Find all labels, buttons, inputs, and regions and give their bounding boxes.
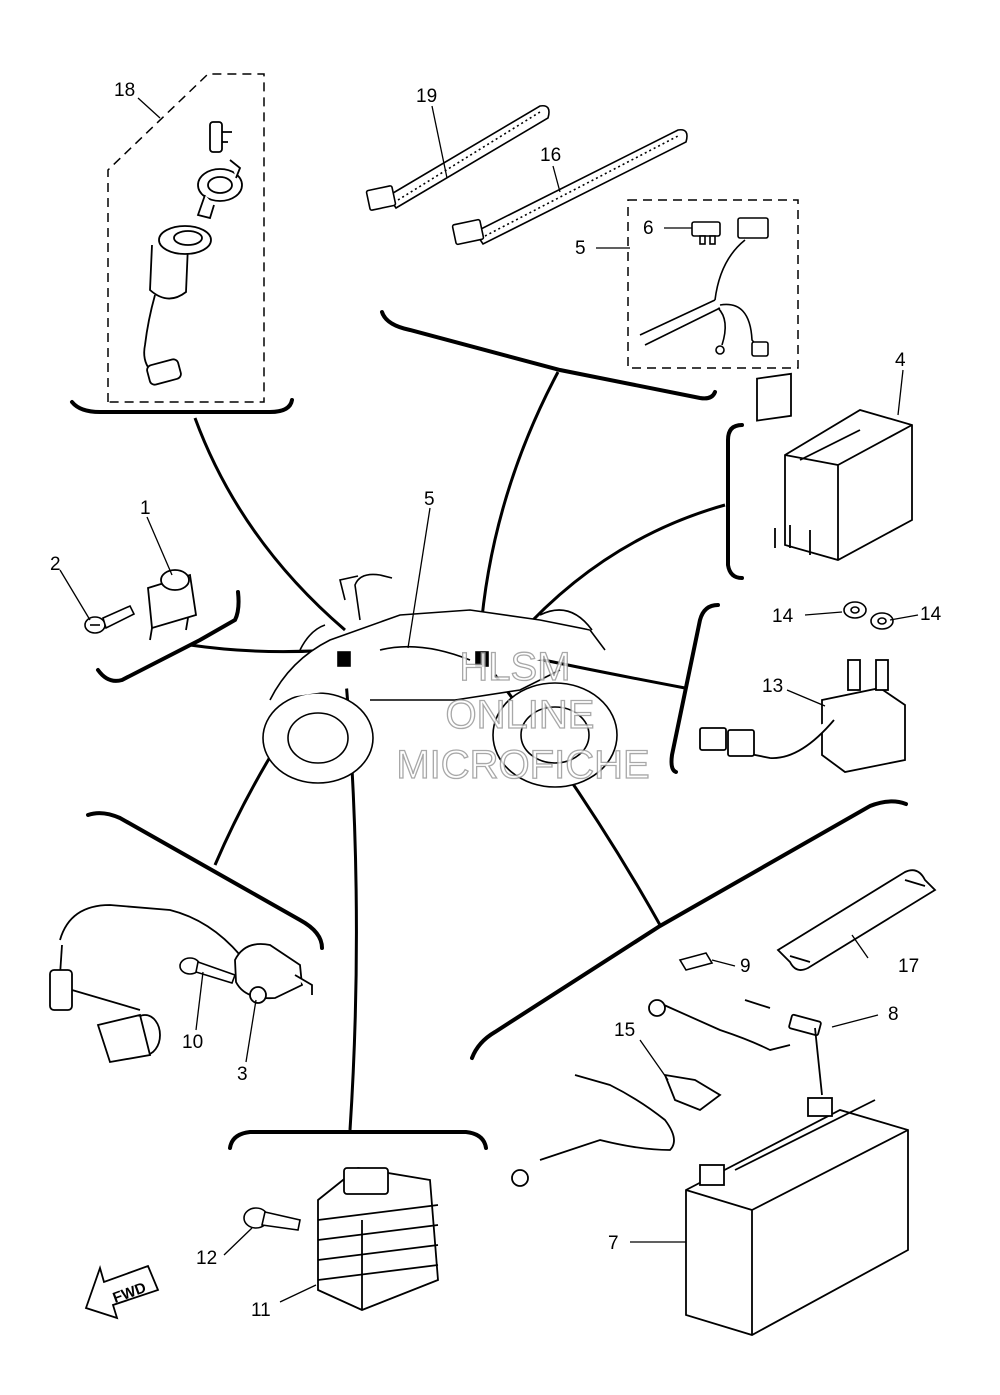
main-switch-icon	[143, 225, 212, 386]
callout-8: 8	[888, 1004, 899, 1025]
callout-3: 3	[237, 1064, 248, 1085]
callout-18: 18	[114, 80, 135, 101]
callout-13: 13	[762, 676, 783, 697]
callout-11: 11	[251, 1300, 271, 1321]
callout-15: 15	[614, 1020, 635, 1041]
key-icon	[196, 121, 243, 220]
callout-7: 7	[608, 1233, 619, 1254]
callout-14-left: 14	[772, 606, 794, 627]
callout-2: 2	[50, 554, 61, 575]
positive-lead-icon	[511, 1073, 722, 1187]
starter-relay-icon	[699, 659, 906, 773]
cable-tie-16-icon	[451, 128, 688, 246]
callout-1: 1	[140, 498, 151, 519]
callout-numbers: 18 19 16 6 5 4 1 2 5 14 14 13 10 3 17 9 …	[50, 80, 942, 1321]
watermark-line-2: ONLINE	[446, 693, 595, 737]
callout-6: 6	[643, 218, 654, 239]
callout-16: 16	[540, 145, 561, 166]
callout-19: 19	[416, 86, 437, 107]
fuse-icon	[691, 221, 721, 245]
callout-leaders	[59, 97, 919, 1303]
callout-17: 17	[898, 956, 919, 977]
sub-harness-group	[627, 199, 799, 369]
callout-9: 9	[740, 956, 751, 977]
battery-cable-icon	[648, 999, 823, 1096]
relay-unit-icon	[756, 372, 913, 561]
callout-12: 12	[196, 1248, 217, 1269]
sub-harness-icon	[639, 217, 769, 357]
fwd-arrow: FWD	[84, 1264, 160, 1320]
battery-band-icon	[776, 869, 937, 971]
bolt-12-icon	[243, 1207, 301, 1231]
nut-14-icon	[843, 601, 894, 630]
ignition-coil-icon	[49, 904, 313, 1064]
callout-10: 10	[182, 1032, 203, 1053]
group-brackets	[70, 310, 908, 1150]
watermark-line-1: HLSM	[459, 645, 570, 689]
watermark-line-3: MICROFICHE	[396, 743, 649, 787]
main-switch-group	[107, 73, 265, 403]
battery-icon	[685, 1097, 909, 1336]
watermark: HLSM ONLINE MICROFICHE	[396, 644, 651, 787]
bolt-10-icon	[179, 957, 237, 984]
bolt-9-icon	[678, 952, 714, 971]
relay-1-icon	[147, 569, 198, 641]
rectifier-regulator-icon	[317, 1167, 439, 1311]
callout-4: 4	[895, 350, 906, 371]
callout-5-harness: 5	[575, 238, 586, 259]
callout-5-vehicle: 5	[424, 489, 435, 510]
atv-icon	[262, 573, 618, 788]
callout-14-right: 14	[920, 604, 942, 625]
screw-2-icon	[84, 604, 136, 634]
cable-tie-19-icon	[365, 104, 550, 211]
